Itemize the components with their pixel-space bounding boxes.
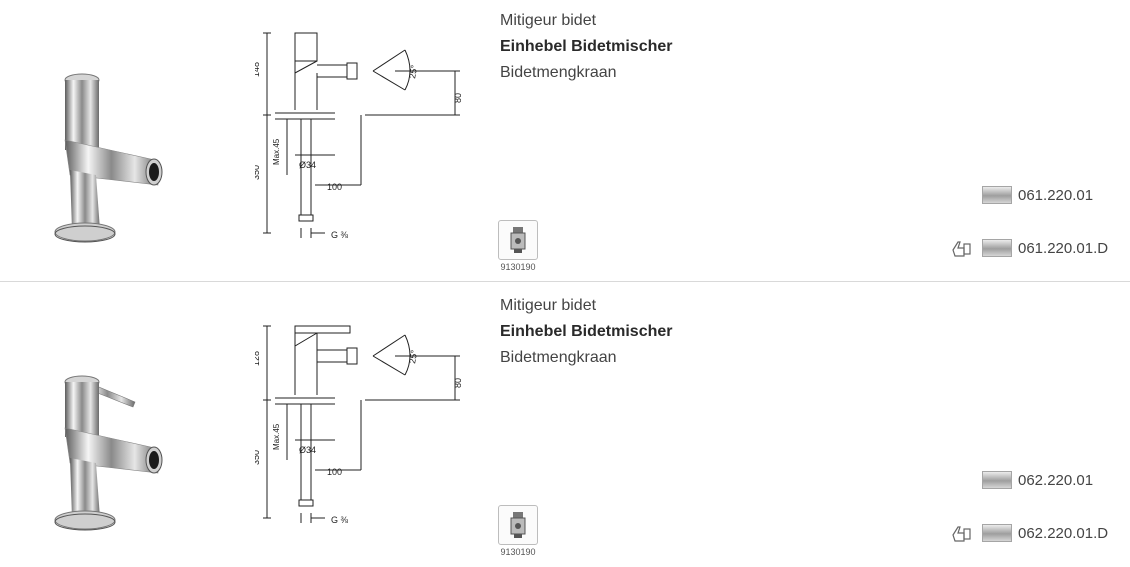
dim-max: Max.45 — [272, 423, 281, 450]
product-titles: Mitigeur bidet Einhebel Bidetmischer Bid… — [500, 293, 673, 371]
variant-code: 061.220.01 — [1018, 186, 1094, 204]
dim-total: 350 — [255, 450, 261, 465]
product-titles: Mitigeur bidet Einhebel Bidetmischer Bid… — [500, 8, 673, 86]
variant-code: 061.220.01.D — [1018, 239, 1109, 257]
cartridge-code: 9130190 — [500, 547, 536, 557]
hand-shower-icon — [952, 526, 971, 542]
variant-row[interactable]: 061.220.01.D — [982, 238, 1108, 258]
title-dutch: Bidetmengkraan — [500, 349, 617, 366]
chrome-swatch-icon — [982, 524, 1012, 542]
variant-row[interactable]: 061.220.01 — [982, 185, 1093, 205]
dim-spout-height: 80 — [453, 93, 463, 103]
hand-shower-icon — [952, 241, 971, 257]
title-french: Mitigeur bidet — [500, 297, 597, 314]
dim-thread: G ⅜ — [331, 515, 349, 525]
cartridge-badge: 9130190 — [498, 220, 538, 272]
variant-row[interactable]: 062.220.01.D — [982, 523, 1108, 543]
dim-reach: 100 — [327, 467, 342, 477]
dim-angle: 25° — [407, 64, 419, 80]
technical-drawing: 148 350 Max.45 Ø34 100 G ⅜ 25° 80 — [255, 32, 463, 240]
title-german: Einhebel Bidetmischer — [500, 38, 673, 55]
dim-thread: G ⅜ — [331, 230, 349, 240]
chrome-swatch-icon — [982, 239, 1012, 257]
cartridge-icon — [498, 505, 538, 545]
cartridge-badge: 9130190 — [498, 505, 538, 557]
title-dutch: Bidetmengkraan — [500, 64, 617, 81]
faucet-photo — [54, 73, 163, 243]
faucet-photo — [54, 375, 163, 531]
title-french: Mitigeur bidet — [500, 12, 597, 29]
product-card-062: 128 350 Max.45 Ø34 100 G ⅜ 25° 80 Mitige… — [0, 285, 1130, 567]
chrome-swatch-icon — [982, 186, 1012, 204]
title-german: Einhebel Bidetmischer — [500, 323, 673, 340]
product-card-061: 148 350 Max.45 Ø34 100 G ⅜ 25° 80 Mitige… — [0, 0, 1130, 282]
dim-height: 128 — [255, 351, 261, 366]
dim-diameter: Ø34 — [299, 160, 316, 170]
dim-angle: 25° — [407, 349, 419, 365]
dim-height: 148 — [255, 62, 261, 77]
variant-row[interactable]: 062.220.01 — [982, 470, 1093, 490]
cartridge-code: 9130190 — [500, 262, 536, 272]
dim-reach: 100 — [327, 182, 342, 192]
dim-spout-height: 80 — [453, 378, 463, 388]
cartridge-icon — [498, 220, 538, 260]
dim-total: 350 — [255, 165, 261, 180]
dim-max: Max.45 — [272, 138, 281, 165]
variant-code: 062.220.01.D — [1018, 524, 1109, 542]
technical-drawing: 128 350 Max.45 Ø34 100 G ⅜ 25° 80 — [255, 325, 463, 525]
variant-code: 062.220.01 — [1018, 471, 1094, 489]
chrome-swatch-icon — [982, 471, 1012, 489]
dim-diameter: Ø34 — [299, 445, 316, 455]
section-divider — [0, 281, 1130, 282]
